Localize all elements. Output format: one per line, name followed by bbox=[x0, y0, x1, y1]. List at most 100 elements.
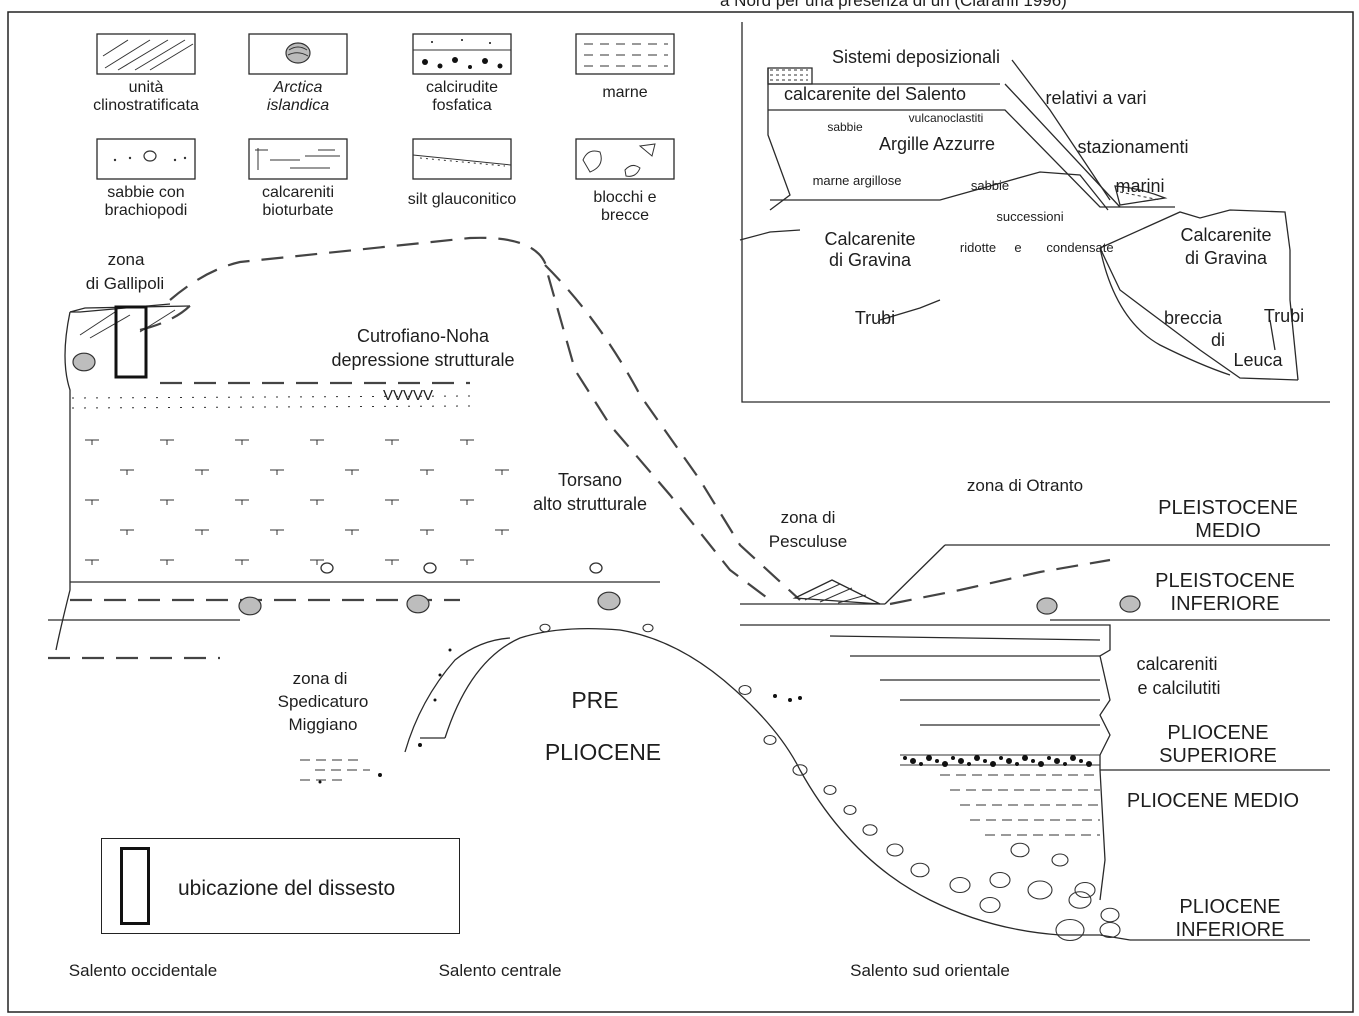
outer-frame bbox=[7, 11, 1354, 1013]
marl-tick-icon bbox=[270, 469, 284, 475]
legend-arctica-symbol bbox=[248, 33, 348, 75]
label-cutrofiano-2: depressione strutturale bbox=[331, 350, 514, 370]
marl-tick-icon bbox=[385, 559, 399, 565]
phosphate-grain-icon bbox=[1070, 755, 1076, 761]
marl-tick-icon bbox=[85, 499, 99, 505]
marl-tick-icon bbox=[160, 439, 174, 445]
inset-breccia: breccia bbox=[1164, 308, 1223, 328]
phosphate-grain-icon bbox=[990, 761, 996, 767]
phosphate-grain-icon bbox=[798, 696, 802, 700]
label-zona-gallipoli-1: zona bbox=[108, 250, 145, 269]
breccia-block-icon bbox=[910, 862, 930, 878]
phosphate-grain-icon bbox=[1038, 761, 1044, 767]
marl-tick-icon bbox=[420, 529, 434, 535]
legend-label-blocchi: blocchi e bbox=[593, 189, 656, 206]
breccia-block-icon bbox=[792, 764, 808, 776]
brachiopod-icon bbox=[320, 562, 334, 574]
phosphate-grain-icon bbox=[919, 762, 923, 766]
phosphate-grain-icon bbox=[448, 648, 452, 652]
label-otranto: zona di Otranto bbox=[967, 476, 1083, 495]
phosphate-grain-icon bbox=[773, 694, 777, 698]
phosphate-grain-icon bbox=[318, 780, 322, 784]
label-cutrofiano-1: Cutrofiano-Noha bbox=[357, 326, 490, 346]
legend-sabbie-symbol bbox=[96, 138, 196, 180]
marl-tick-icon bbox=[460, 499, 474, 505]
arctica-shell-icon bbox=[72, 352, 96, 372]
label-spedicaturo-3: Miggiano bbox=[289, 715, 358, 734]
inset-marini: marini bbox=[1115, 176, 1164, 196]
inset-calc-gravina-r2: di Gravina bbox=[1185, 248, 1268, 268]
breccia-block-icon bbox=[949, 876, 971, 894]
legend-label-silt: silt glauconitico bbox=[408, 191, 517, 208]
marl-tick-icon bbox=[235, 499, 249, 505]
breccia-block-icon bbox=[1099, 921, 1121, 939]
breccia-block-icon bbox=[763, 734, 777, 746]
inset-calc-gravina-l1: Calcarenite bbox=[824, 229, 915, 249]
breccia-block-icon bbox=[1051, 853, 1069, 867]
phosphate-grain-icon bbox=[418, 743, 422, 747]
phosphate-grain-icon bbox=[1079, 759, 1083, 763]
label-zona-gallipoli-2: di Gallipoli bbox=[86, 274, 164, 293]
strat-label-pleist-inf: INFERIORE bbox=[1171, 593, 1280, 615]
breccia-block-icon bbox=[1068, 891, 1092, 909]
marl-tick-icon bbox=[120, 529, 134, 535]
legend-calcareniti-symbol bbox=[248, 138, 348, 180]
header-fragment: a Nord per una presenza di un (Ciaranfi … bbox=[720, 0, 1067, 10]
phosphate-grain-icon bbox=[983, 759, 987, 763]
phosphate-grain-icon bbox=[1031, 759, 1035, 763]
legend-unita-symbol bbox=[96, 33, 196, 75]
inset-sistemi: Sistemi deposizionali bbox=[832, 47, 1000, 67]
marl-tick-icon bbox=[385, 439, 399, 445]
phosphate-grain-icon bbox=[378, 773, 382, 777]
marl-tick-icon bbox=[495, 469, 509, 475]
marl-tick-icon bbox=[270, 529, 284, 535]
label-pesculuse-1: zona di bbox=[781, 508, 836, 527]
strat-label-plio-sup: SUPERIORE bbox=[1159, 745, 1277, 767]
legend-label-calcareniti: bioturbate bbox=[262, 202, 333, 219]
inset-sabbie2: sabbie bbox=[971, 178, 1009, 193]
location-legend-label: ubicazione del dissesto bbox=[178, 877, 396, 900]
phosphate-grain-icon bbox=[967, 762, 971, 766]
inset-successioni: successioni bbox=[996, 209, 1063, 224]
landslide-location-marker bbox=[114, 305, 148, 379]
inset-trubi-l: Trubi bbox=[855, 308, 895, 328]
legend-label-unita: unità bbox=[129, 79, 164, 96]
label-pesculuse-2: Pesculuse bbox=[769, 532, 847, 551]
legend-blocchi-symbol bbox=[575, 138, 675, 180]
phosphate-grain-icon bbox=[1054, 758, 1060, 764]
legend-label-arctica: islandica bbox=[267, 97, 329, 114]
phosphate-grain-icon bbox=[1015, 762, 1019, 766]
arctica-shell-icon bbox=[597, 591, 621, 611]
marl-tick-icon bbox=[495, 529, 509, 535]
breccia-block-icon bbox=[886, 843, 904, 857]
brachiopod-icon bbox=[423, 562, 437, 574]
phosphate-grain-icon bbox=[935, 759, 939, 763]
inset-trubi-r: Trubi bbox=[1264, 306, 1304, 326]
legend-label-calcirudite: calcirudite bbox=[426, 79, 498, 96]
phosphate-grain-icon bbox=[1022, 755, 1028, 761]
breccia-block-icon bbox=[1100, 907, 1120, 923]
legend-labels: unitàclinostratificataArcticaislandicaca… bbox=[93, 79, 657, 224]
strat-label-plio-inf: PLIOCENE bbox=[1179, 896, 1280, 918]
phosphate-grain-icon bbox=[910, 758, 916, 764]
location-legend-symbol bbox=[120, 847, 150, 925]
inset-argille: Argille Azzurre bbox=[879, 134, 995, 154]
legend-label-calcareniti: calcareniti bbox=[262, 184, 334, 201]
legend-label-calcirudite: fosfatica bbox=[432, 97, 492, 114]
phosphate-grain-icon bbox=[942, 761, 948, 767]
inset-vulcanoclastiti: vulcanoclastiti bbox=[909, 111, 984, 125]
breccia-block-icon bbox=[862, 824, 878, 836]
label-spedicaturo-2: Spedicaturo bbox=[278, 692, 369, 711]
phosphate-grain-icon bbox=[1047, 756, 1051, 760]
inset-e: e bbox=[1014, 240, 1021, 255]
legend-calcirudite-symbol bbox=[412, 33, 512, 75]
breccia-block-icon bbox=[738, 684, 752, 696]
main-section-geometry bbox=[48, 236, 1330, 941]
breccia-block-icon bbox=[1074, 881, 1096, 899]
phosphate-grain-icon bbox=[999, 756, 1003, 760]
marl-tick-icon bbox=[460, 559, 474, 565]
label-pliocene: PLIOCENE bbox=[545, 739, 661, 765]
marl-tick-icon bbox=[120, 469, 134, 475]
